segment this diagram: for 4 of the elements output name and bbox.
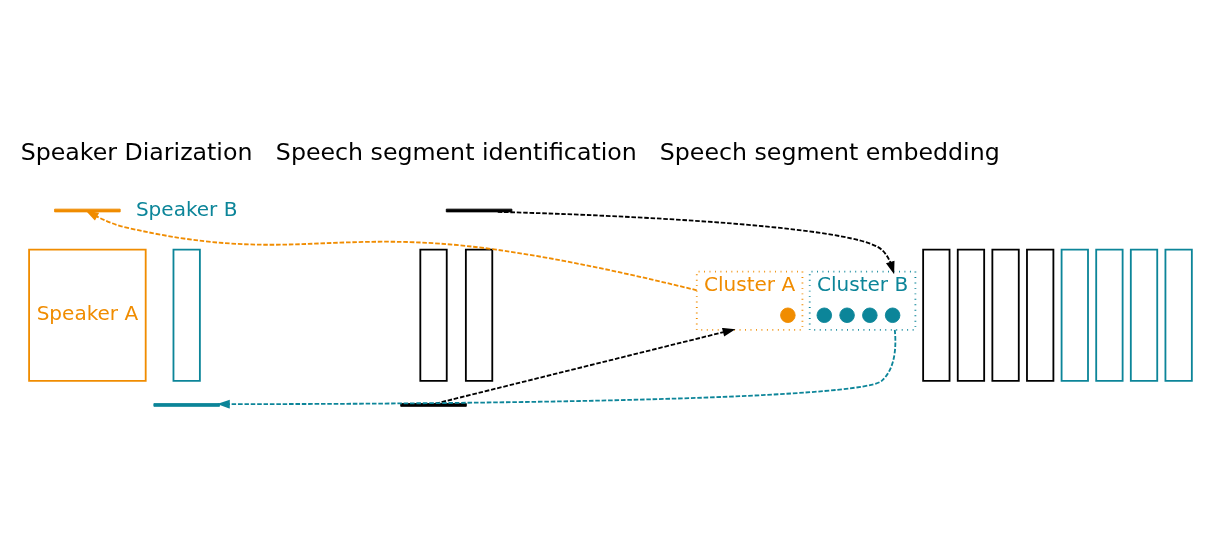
label: Speaker Diarization	[20, 137, 253, 166]
label: Speech segment identification	[275, 137, 637, 166]
label: Speech segment embedding	[659, 137, 1000, 166]
label: Speaker B	[135, 196, 238, 221]
